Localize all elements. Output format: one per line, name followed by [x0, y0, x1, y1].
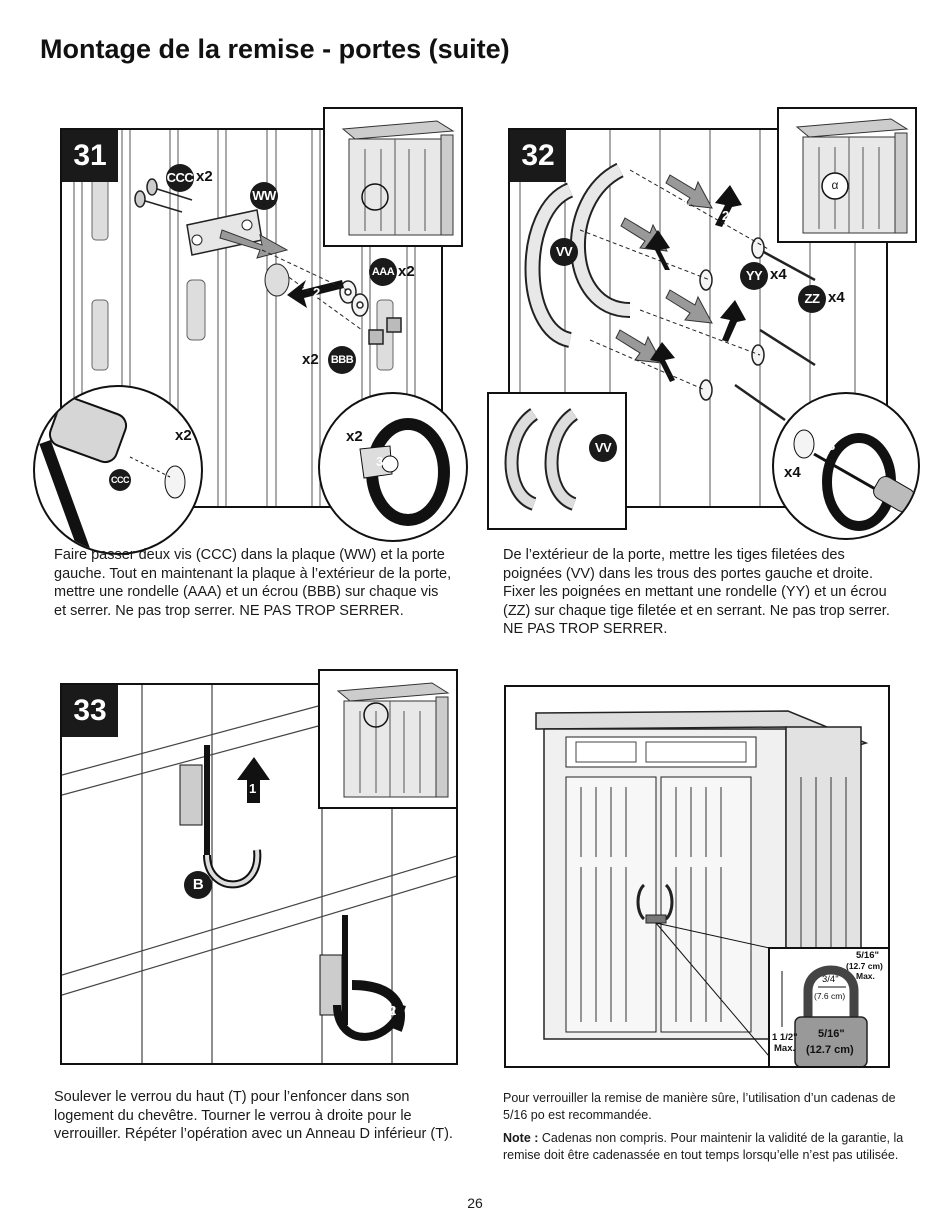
ccc-part-tag: CCC — [166, 164, 194, 192]
bbb-part-tag: BBB — [328, 346, 356, 374]
ccc-quantity: x2 — [196, 168, 213, 185]
zz-part-tag: ZZ — [798, 285, 826, 313]
padlock-inset: 5/16" (12.7 cm) Max. 3/4" (7.6 cm) 1 1/2… — [768, 947, 888, 1066]
step-33-caption: Soulever le verrou du haut (T) pour l’en… — [54, 1089, 453, 1143]
step-32-caption: De l’extérieur de la porte, mettre les t… — [503, 547, 890, 638]
b-part-tag: B — [184, 871, 212, 899]
step-33-illustration — [62, 685, 456, 1063]
shed-zoom-marker: α — [831, 178, 839, 192]
shed-front-illustration — [535, 710, 869, 1063]
ww-part-tag: WW — [250, 182, 278, 210]
step-33-shed-inset — [318, 669, 458, 809]
hammer-icon — [39, 396, 186, 553]
step-31-shed-inset — [323, 107, 463, 247]
shackle-dimension-cm: (12.7 cm) — [846, 961, 883, 971]
yy-part-tag: YY — [740, 262, 768, 290]
inset-vv-part-tag: VV — [589, 434, 617, 462]
shed-thumbnail — [336, 682, 450, 798]
vv-part-tag: VV — [550, 238, 578, 266]
step-32-zoom: x4 3 — [772, 392, 920, 540]
lock-body-dimension-cm: (12.7 cm) — [806, 1044, 854, 1056]
step-32-handle-inset: VV — [487, 392, 627, 530]
shackle-max: Max. — [856, 971, 875, 981]
padlock-icon — [781, 965, 868, 1066]
height-dimension: 1 1/2" — [772, 1032, 798, 1043]
padlock-panel: 5/16" (12.7 cm) Max. 3/4" (7.6 cm) 1 1/2… — [504, 685, 890, 1068]
padlock-caption: Pour verrouiller la remise de manière sû… — [503, 1091, 896, 1122]
step-33-arrow-1-label: 1 — [249, 781, 257, 796]
step-32-arrow-1-label: 1 — [682, 194, 690, 209]
step-32-arrow-2-label: 2 — [722, 208, 730, 223]
inner-width-dimension: 3/4" — [822, 974, 839, 985]
step-31-arrow-2-label: 2 — [313, 285, 321, 300]
step-33-number: 33 — [62, 685, 118, 737]
lock-body-dimension: 5/16" — [818, 1028, 845, 1040]
step-31-number: 31 — [62, 130, 118, 182]
note-label: Note : — [503, 1131, 539, 1145]
step-31-zoom-left: x2 CCC — [33, 385, 203, 555]
shackle-dimension: 5/16" — [856, 950, 879, 961]
step-32-arrow-3-label: 3 — [828, 438, 836, 453]
yy-quantity: x4 — [770, 266, 787, 283]
padlock-note: Note : Cadenas non compris. Pour mainten… — [503, 1130, 913, 1163]
step-32-shed-inset: α — [777, 107, 917, 243]
zoom-left-quantity: x2 — [175, 427, 192, 444]
bbb-quantity: x2 — [302, 351, 319, 368]
aaa-part-tag: AAA — [369, 258, 397, 286]
zz-quantity: x4 — [828, 289, 845, 306]
step-31-caption: Faire passer deux vis (CCC) dans la plaq… — [54, 547, 452, 619]
height-max: Max. — [774, 1043, 796, 1054]
note-text: Cadenas non compris. Pour maintenir la v… — [503, 1131, 904, 1162]
handle-icon — [504, 408, 579, 511]
step-31-zoom-right: x2 3 — [318, 392, 468, 542]
step-33-arrow-2-label: 2 — [389, 1003, 397, 1018]
page-title: Montage de la remise - portes (suite) — [40, 34, 510, 64]
page-number: 26 — [467, 1195, 483, 1211]
shed-thumbnail — [341, 120, 455, 236]
inner-width-dimension-cm: (7.6 cm) — [814, 991, 846, 1001]
wrench-icon — [359, 418, 450, 526]
zoom-left-ccc-tag: CCC — [109, 469, 131, 491]
step-31-arrow-3-label: 3 — [376, 454, 384, 469]
zoom-right-quantity: x2 — [346, 428, 363, 445]
zoom-quantity: x4 — [784, 464, 801, 481]
aaa-quantity: x2 — [398, 263, 415, 280]
shed-thumbnail — [795, 118, 909, 234]
step-32-number: 32 — [510, 130, 566, 182]
screwdriver-icon — [793, 429, 915, 531]
